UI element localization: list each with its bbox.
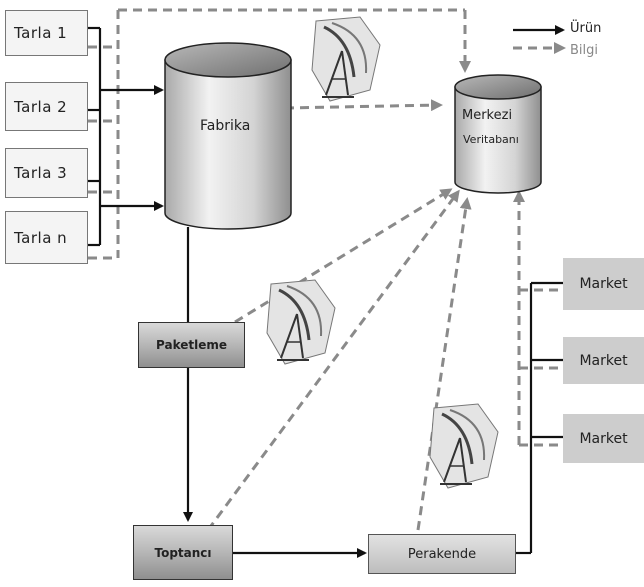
market-label-3: Market: [579, 430, 628, 447]
field-label-1: Tarla 1: [14, 24, 68, 42]
antenna-icon-middle: [266, 279, 336, 365]
legend-info-label: Bilgi: [570, 43, 599, 58]
factory-label: Fabrika: [200, 118, 251, 134]
market-box-1: Market: [563, 258, 644, 310]
field-box-1: Tarla 1: [5, 10, 88, 56]
central-db-label-line2: Veritabanı: [463, 133, 519, 146]
legend-product-label: Ürün: [570, 21, 602, 36]
central-db-cylinder: [454, 74, 542, 194]
field-box-3: Tarla 3: [5, 148, 88, 198]
info-lines: [73, 8, 566, 531]
factory-cylinder: [164, 42, 292, 230]
retailer-label: Perakende: [407, 546, 477, 562]
wholesaler-label: Toptancı: [154, 545, 212, 560]
retailer-box: Perakende: [368, 534, 516, 574]
packaging-box: Paketleme: [138, 322, 245, 368]
market-box-3: Market: [563, 414, 644, 463]
wholesaler-box: Toptancı: [133, 525, 233, 580]
field-label-2: Tarla 2: [14, 97, 68, 116]
field-label-n: Tarla n: [14, 228, 68, 247]
product-lines: [88, 25, 565, 558]
field-box-2: Tarla 2: [5, 82, 88, 131]
antenna-icon-top: [311, 16, 381, 102]
antenna-icon-bottom: [429, 403, 499, 489]
field-box-n: Tarla n: [5, 211, 88, 264]
market-label-2: Market: [579, 352, 628, 369]
central-db-label-line1: Merkezi: [462, 108, 513, 123]
packaging-label: Paketleme: [156, 338, 227, 352]
field-label-3: Tarla 3: [14, 164, 68, 182]
market-box-2: Market: [563, 337, 644, 384]
market-label-1: Market: [579, 276, 628, 292]
